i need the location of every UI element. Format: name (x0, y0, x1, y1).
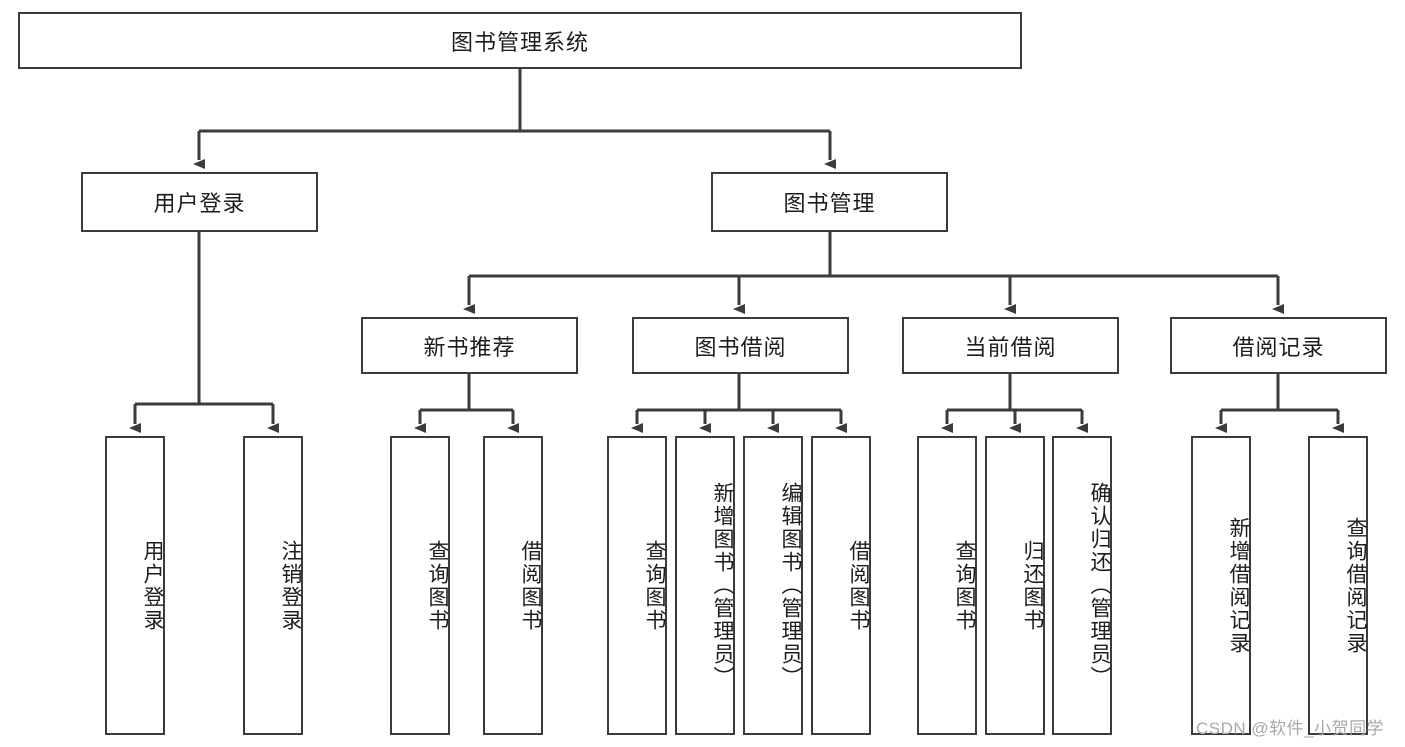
node-label: 查询借阅记录 (1344, 516, 1367, 655)
node-root[interactable]: 图书管理系统 (18, 12, 1022, 69)
node-book-manage[interactable]: 图书管理 (711, 172, 948, 232)
node-label: 查询图书 (643, 539, 666, 632)
node-leaf-borrow-book-1[interactable]: 借阅图书 (483, 436, 543, 735)
node-new-book-recommend[interactable]: 新书推荐 (361, 317, 578, 374)
node-label: 编辑图书（管理员） (779, 482, 802, 689)
node-leaf-query-book-3[interactable]: 查询图书 (917, 436, 977, 735)
node-leaf-query-book-2[interactable]: 查询图书 (607, 436, 667, 735)
node-label: 借阅图书 (847, 539, 870, 632)
node-leaf-confirm-return[interactable]: 确认归还（管理员） (1052, 436, 1112, 735)
node-label: 归还图书 (1021, 539, 1044, 632)
node-label: 注销登录 (279, 539, 302, 632)
node-label: 查询图书 (426, 539, 449, 632)
node-leaf-user-login[interactable]: 用户登录 (105, 436, 165, 735)
node-leaf-add-book[interactable]: 新增图书（管理员） (675, 436, 735, 735)
node-leaf-query-record[interactable]: 查询借阅记录 (1308, 436, 1368, 735)
node-label: 用户登录 (141, 539, 164, 632)
node-leaf-add-record[interactable]: 新增借阅记录 (1191, 436, 1251, 735)
node-user-login[interactable]: 用户登录 (81, 172, 318, 232)
node-leaf-borrow-book-2[interactable]: 借阅图书 (811, 436, 871, 735)
node-label: 新增图书（管理员） (711, 482, 734, 689)
node-leaf-return-book[interactable]: 归还图书 (985, 436, 1045, 735)
node-leaf-query-book-1[interactable]: 查询图书 (390, 436, 450, 735)
node-leaf-logout[interactable]: 注销登录 (243, 436, 303, 735)
node-leaf-edit-book[interactable]: 编辑图书（管理员） (743, 436, 803, 735)
node-label: 借阅图书 (519, 539, 542, 632)
watermark-text: CSDN @软件_小贺同学 (1196, 719, 1385, 738)
node-label: 确认归还（管理员） (1088, 482, 1111, 689)
node-label: 查询图书 (953, 539, 976, 632)
node-current-borrow[interactable]: 当前借阅 (902, 317, 1119, 374)
node-borrow-record[interactable]: 借阅记录 (1170, 317, 1387, 374)
node-book-borrow[interactable]: 图书借阅 (632, 317, 849, 374)
node-label: 新增借阅记录 (1227, 516, 1250, 655)
